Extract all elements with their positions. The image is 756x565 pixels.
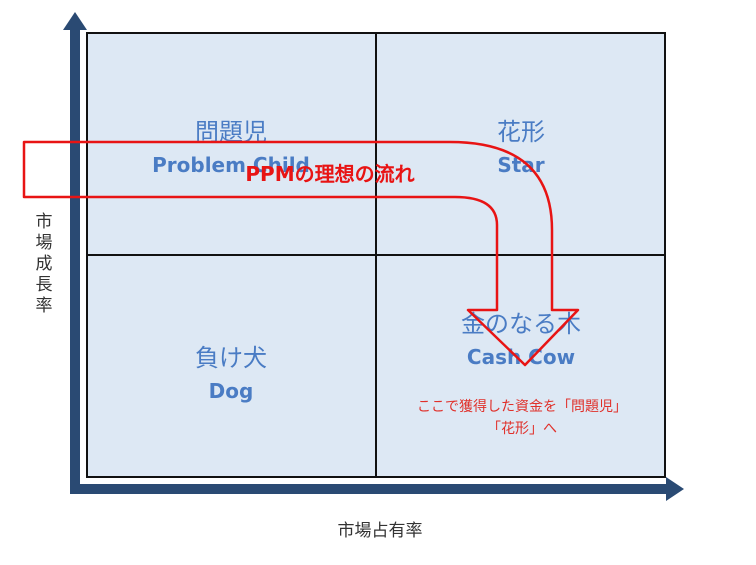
quadrant-cash-cow: 金のなる木 Cash Cow [376, 304, 666, 369]
quadrant-en-label: Cash Cow [466, 345, 576, 369]
flow-note-line1: ここで獲得した資金を「問題児」 [417, 399, 627, 415]
flow-title: PPMの理想の流れ [245, 162, 415, 186]
x-axis-arrow [72, 477, 684, 501]
quadrant-jp-label: 花形 [497, 118, 545, 146]
quadrant-star: 花形 Star [376, 112, 666, 177]
y-axis-arrow [63, 12, 87, 494]
horizontal-divider [86, 254, 666, 256]
y-axis-label: 市場成長率 [35, 212, 53, 316]
quadrant-problem-child: 問題児 Problem Child [86, 112, 376, 177]
quadrant-jp-label: 負け犬 [195, 344, 267, 372]
flow-note-line2: 「花形」へ [487, 421, 557, 437]
flow-note: ここで獲得した資金を「問題児」 「花形」へ [378, 396, 666, 440]
quadrant-dog: 負け犬 Dog [86, 338, 376, 403]
quadrant-en-label: Dog [208, 379, 254, 403]
flow-arrow [22, 140, 580, 367]
x-axis-label: 市場占有率 [337, 521, 423, 541]
quadrant-en-label: Problem Child [152, 153, 310, 177]
